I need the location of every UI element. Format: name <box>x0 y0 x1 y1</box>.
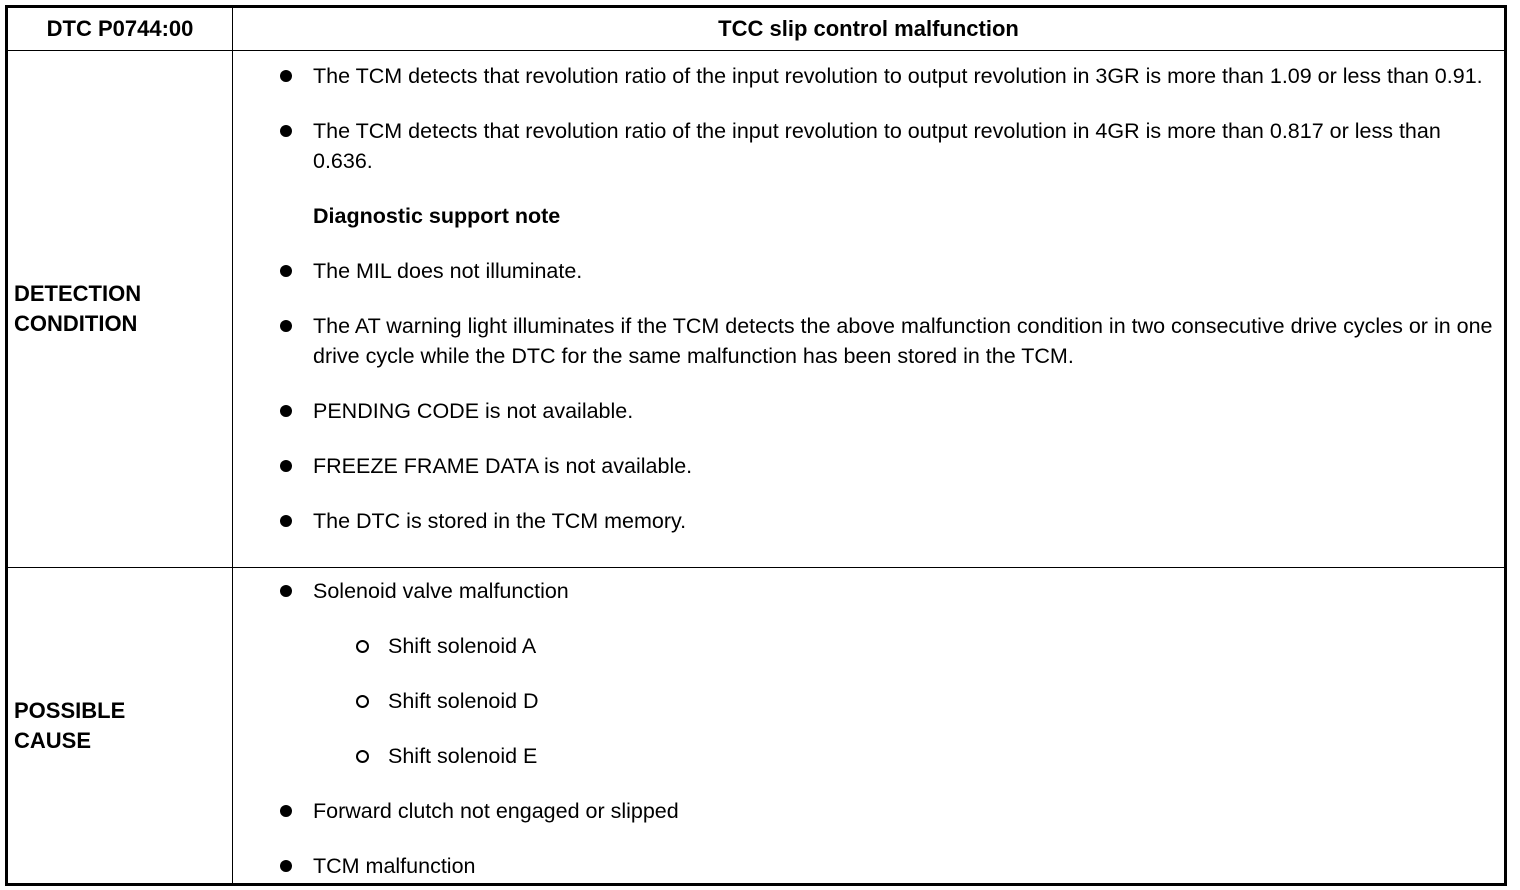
list-item: The TCM detects that revolution ratio of… <box>233 116 1494 176</box>
bullet-icon <box>280 265 292 277</box>
cause-label-line2: CAUSE <box>14 727 92 753</box>
dtc-title: TCC slip control malfunction <box>232 6 1506 51</box>
list-item-text: Solenoid valve malfunction <box>313 579 569 603</box>
list-item-text: The AT warning light illuminates if the … <box>313 314 1493 368</box>
solenoid-sub-items: Shift solenoid A Shift solenoid D Shift … <box>313 631 1494 771</box>
hollow-bullet-icon <box>356 640 369 653</box>
list-item-text: PENDING CODE is not available. <box>313 399 634 423</box>
list-item-text: TCM malfunction <box>313 854 476 878</box>
list-item-text: The MIL does not illuminate. <box>313 259 583 283</box>
header-row: DTC P0744:00 TCC slip control malfunctio… <box>6 6 1506 51</box>
bullet-icon <box>280 320 292 332</box>
diagnostic-note-heading: Diagnostic support note <box>313 204 561 228</box>
bullet-icon <box>280 860 292 872</box>
list-item-text: The DTC is stored in the TCM memory. <box>313 509 687 533</box>
bullet-icon <box>280 70 292 82</box>
detection-condition-label: DETECTION CONDITION <box>6 50 233 568</box>
detection-condition-row: DETECTION CONDITION The TCM detects that… <box>6 50 1506 568</box>
cause-label-line1: POSSIBLE <box>14 697 126 723</box>
bullet-icon <box>280 515 292 527</box>
list-item-text: FREEZE FRAME DATA is not available. <box>313 454 693 478</box>
sub-list-item: Shift solenoid E <box>313 741 1494 771</box>
list-item: Solenoid valve malfunction Shift solenoi… <box>233 576 1494 771</box>
detection-condition-content: The TCM detects that revolution ratio of… <box>232 50 1506 568</box>
diagnostic-note-items: The MIL does not illuminate. The AT warn… <box>233 256 1494 536</box>
list-item: TCM malfunction <box>233 851 1494 881</box>
bullet-icon <box>280 460 292 472</box>
list-item: The MIL does not illuminate. <box>233 256 1494 286</box>
detection-label-line2: CONDITION <box>14 311 138 336</box>
sub-list-item: Shift solenoid A <box>313 631 1494 661</box>
bullet-icon <box>280 125 292 137</box>
list-item: The TCM detects that revolution ratio of… <box>233 61 1494 91</box>
sub-list-item-text: Shift solenoid A <box>388 634 537 658</box>
list-item: Forward clutch not engaged or slipped <box>233 796 1494 826</box>
sub-list-item: Shift solenoid D <box>313 686 1494 716</box>
bullet-icon <box>280 405 292 417</box>
cause-items: Solenoid valve malfunction Shift solenoi… <box>233 576 1494 881</box>
dtc-code: DTC P0744:00 <box>6 6 233 51</box>
bullet-icon <box>280 805 292 817</box>
list-item-text: Forward clutch not engaged or slipped <box>313 799 679 823</box>
list-item-text: The TCM detects that revolution ratio of… <box>313 119 1441 173</box>
detection-items: The TCM detects that revolution ratio of… <box>233 61 1494 176</box>
bullet-icon <box>280 585 292 597</box>
list-item: PENDING CODE is not available. <box>233 396 1494 426</box>
list-item-text: The TCM detects that revolution ratio of… <box>313 64 1483 88</box>
list-item: The DTC is stored in the TCM memory. <box>233 506 1494 536</box>
list-item: The AT warning light illuminates if the … <box>233 311 1494 371</box>
dtc-table: DTC P0744:00 TCC slip control malfunctio… <box>5 5 1507 886</box>
possible-cause-row: POSSIBLE CAUSE Solenoid valve malfunctio… <box>6 567 1506 885</box>
hollow-bullet-icon <box>356 750 369 763</box>
possible-cause-content: Solenoid valve malfunction Shift solenoi… <box>232 567 1506 885</box>
possible-cause-label: POSSIBLE CAUSE <box>6 567 233 885</box>
sub-list-item-text: Shift solenoid D <box>388 689 539 713</box>
sub-list-item-text: Shift solenoid E <box>388 744 538 768</box>
hollow-bullet-icon <box>356 695 369 708</box>
detection-label-line1: DETECTION <box>14 281 142 306</box>
list-item: FREEZE FRAME DATA is not available. <box>233 451 1494 481</box>
